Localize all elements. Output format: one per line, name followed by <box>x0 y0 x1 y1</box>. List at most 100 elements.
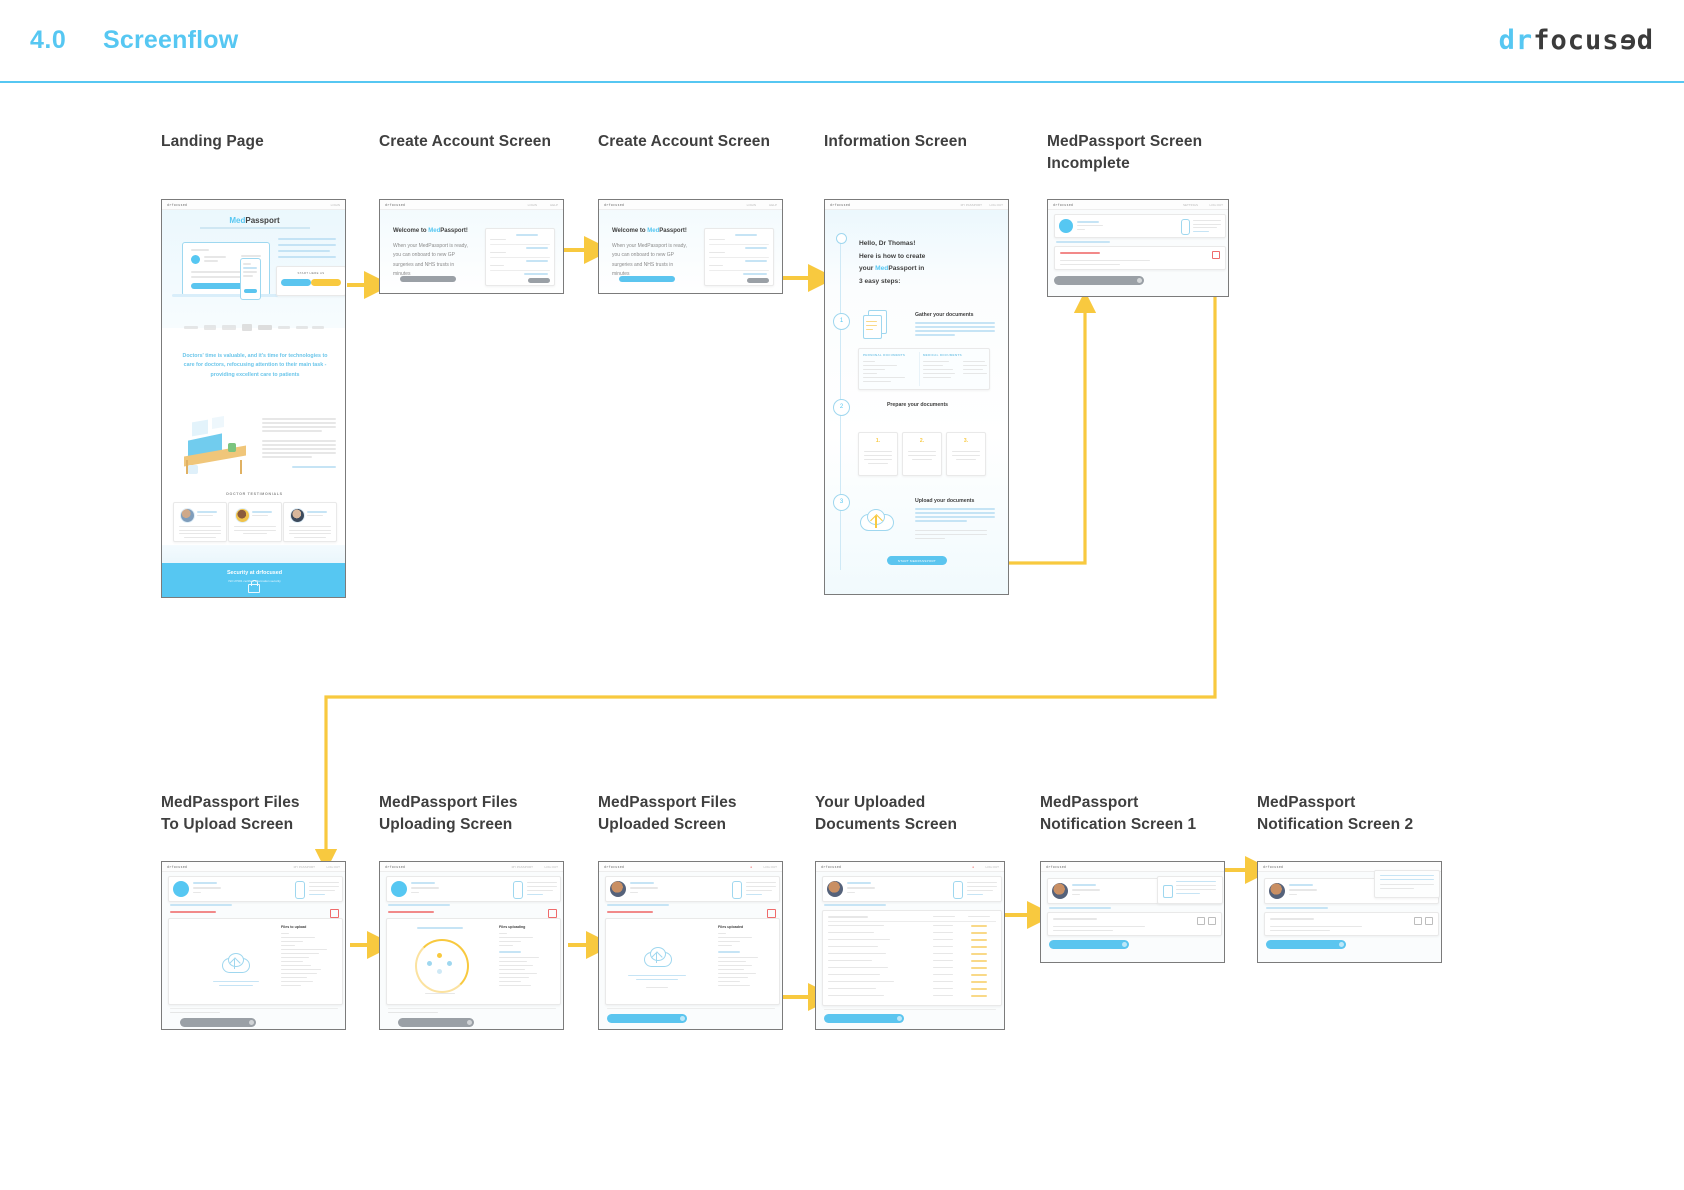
n2-toast <box>1374 870 1440 898</box>
upload-cloud-icon <box>644 947 672 969</box>
ca1-body: When your MedPassport is ready, you can … <box>393 243 468 277</box>
screen-files-to-upload[interactable]: drfocused MY PASSPORT LOG OUT Files to u… <box>161 861 346 1030</box>
spinner-dots <box>427 951 453 977</box>
edit-icon[interactable] <box>1414 917 1422 925</box>
landing-footer-bar: Security at drfocused ISO 27001 certifie… <box>162 563 345 597</box>
screen-notification-2[interactable]: drfocused <box>1257 861 1442 963</box>
partner-logos <box>184 323 324 333</box>
landing-footer-title: Security at drfocused <box>226 570 283 576</box>
step2-card-num: 2. <box>919 438 925 444</box>
fup-nav-1[interactable]: MY PASSPORT <box>511 864 533 869</box>
landing-hero-subtitle <box>200 227 310 230</box>
step-3-marker: 3 <box>833 494 850 511</box>
screen-create-account-2[interactable]: drfocused LOGIN HELP Welcome to MedPassp… <box>598 199 783 294</box>
screen-your-uploaded-documents[interactable]: drfocused ● LOG OUT <box>815 861 1005 1030</box>
n1-send-button[interactable] <box>1049 940 1129 949</box>
screen-landing-page[interactable]: drfocused LOGIN MedPassport START HERE A… <box>161 199 346 598</box>
fup-files-heading: Files uploading <box>499 925 526 929</box>
ftu-nav-2[interactable]: LOG OUT <box>326 864 340 869</box>
landing-cta-card[interactable]: START HERE AS <box>276 266 345 296</box>
yud-nav-alert[interactable]: ● <box>972 864 974 869</box>
mpi-nav-1[interactable]: SETTINGS <box>1182 202 1198 207</box>
step2-card-num: 3. <box>963 438 969 444</box>
ftu-nav-1[interactable]: MY PASSPORT <box>293 864 315 869</box>
ftu-panel-heading <box>170 904 232 906</box>
mpi-profile-card <box>1054 214 1226 238</box>
ca1-topbar <box>380 200 563 210</box>
id-badge-icon <box>513 881 523 899</box>
ca2-form-card[interactable] <box>704 228 774 286</box>
edit-icon[interactable] <box>1197 917 1205 925</box>
screen-files-uploading[interactable]: drfocused MY PASSPORT LOG OUT Files uplo… <box>379 861 564 1030</box>
screen-information[interactable]: drfocused MY PASSPORT LOG OUT Hello, Dr … <box>824 199 1009 595</box>
ftu-upload-panel[interactable]: Files to upload <box>168 918 343 1005</box>
ca2-cta-button[interactable] <box>619 276 675 282</box>
ca1-submit-button[interactable] <box>528 278 550 283</box>
fud-send-button[interactable] <box>607 1014 687 1023</box>
info-nav-2[interactable]: LOG OUT <box>989 202 1003 207</box>
ca2-nav-login[interactable]: LOGIN <box>746 202 756 207</box>
ca1-nav-login[interactable]: LOGIN <box>527 202 537 207</box>
testimonials-heading: DOCTOR TESTIMONIALS <box>226 492 283 496</box>
fud-nav-alert[interactable]: ● <box>750 864 752 869</box>
ca2-nav-help[interactable]: HELP <box>769 202 777 207</box>
testimonial-card <box>283 502 337 542</box>
mini-logo: drfocused <box>604 864 625 869</box>
landing-hero-title: MedPassport <box>229 216 280 225</box>
screen-medpassport-incomplete[interactable]: drfocused SETTINGS LOG OUT <box>1047 199 1229 297</box>
upload-cloud-icon <box>222 953 250 975</box>
ca2-submit-button[interactable] <box>747 278 769 283</box>
screen-files-uploaded[interactable]: drfocused ● LOG OUT Files uploaded <box>598 861 783 1030</box>
fup-nav-2[interactable]: LOG OUT <box>544 864 558 869</box>
fud-nav-2[interactable]: LOG OUT <box>763 864 777 869</box>
yud-send-button[interactable] <box>824 1014 904 1023</box>
id-badge-icon <box>953 881 963 899</box>
n2-send-button[interactable] <box>1266 940 1346 949</box>
n1-toast <box>1157 876 1223 904</box>
fud-upload-panel[interactable]: Files uploaded <box>605 918 780 1005</box>
mpi-send-button[interactable] <box>1054 276 1144 285</box>
landing-nav[interactable]: LOGIN <box>330 202 340 207</box>
fud-profile-card <box>605 876 780 902</box>
mpi-status-card <box>1054 246 1226 270</box>
ca1-welcome: Welcome to MedPassport! <box>393 228 468 234</box>
landing-cta-label: START HERE AS <box>297 271 325 275</box>
mpi-nav-2[interactable]: LOG OUT <box>1209 202 1223 207</box>
yud-documents-table[interactable] <box>822 910 1002 1006</box>
step-2-card-1: 1. <box>858 432 898 476</box>
landing-cta-admin[interactable] <box>311 279 341 286</box>
delete-icon[interactable] <box>1208 917 1216 925</box>
info-nav-1[interactable]: MY PASSPORT <box>960 202 982 207</box>
logo-focused: focused <box>1533 25 1654 56</box>
ca1-form-card[interactable] <box>485 228 555 286</box>
ca2-body: When your MedPassport is ready, you can … <box>612 243 687 277</box>
label-files-uploaded: MedPassport Files Uploaded Screen <box>598 794 737 834</box>
logo-dr: dr <box>1498 25 1534 56</box>
label-medpassport-incomplete: MedPassport Screen Incomplete <box>1047 133 1203 173</box>
info-greeting: Hello, Dr Thomas! Here is how to create … <box>859 240 926 285</box>
landing-cta-doctor[interactable] <box>281 279 311 286</box>
laptop-base <box>172 294 278 297</box>
ftu-profile-card <box>168 876 343 902</box>
testimonial-card <box>228 502 282 542</box>
label-your-uploaded-documents: Your Uploaded Documents Screen <box>815 794 958 834</box>
mini-logo: drfocused <box>1046 864 1067 869</box>
step-2-title: Prepare your documents <box>886 402 949 408</box>
screen-create-account-1[interactable]: drfocused LOGIN HELP Welcome to MedPassp… <box>379 199 564 294</box>
info-start-button[interactable]: START MEDPASSPORT <box>887 556 947 565</box>
mpi-topbar <box>1048 200 1228 210</box>
ftu-send-button[interactable] <box>180 1018 256 1027</box>
info-timeline-dot <box>836 233 847 244</box>
ca1-nav-help[interactable]: HELP <box>550 202 558 207</box>
ca1-cta-button[interactable] <box>400 276 456 282</box>
fup-send-button[interactable] <box>398 1018 474 1027</box>
step-1-title: Gather your documents <box>915 312 974 318</box>
yud-nav-2[interactable]: LOG OUT <box>985 864 999 869</box>
n2-status-card <box>1264 912 1439 936</box>
n1-status-card <box>1047 912 1222 936</box>
step-2-card-2: 2. <box>902 432 942 476</box>
screen-notification-1[interactable]: drfocused <box>1040 861 1225 963</box>
fup-upload-panel[interactable]: Files uploading <box>386 918 561 1005</box>
delete-icon[interactable] <box>1425 917 1433 925</box>
page-title: Screenflow <box>103 26 239 54</box>
